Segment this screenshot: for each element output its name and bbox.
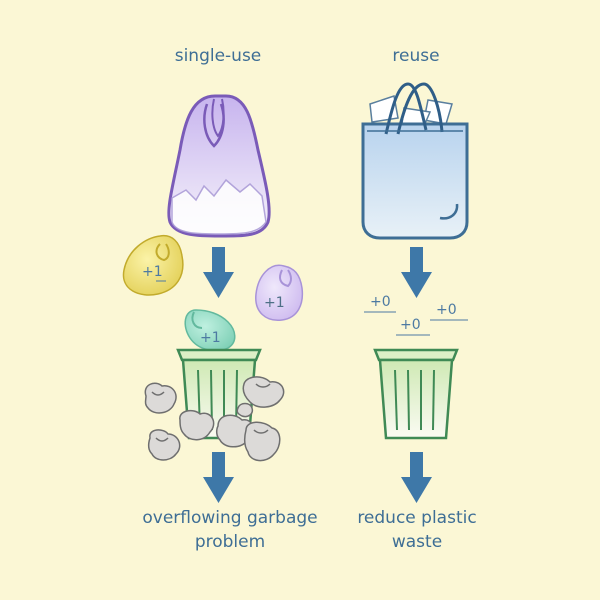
- arrow-down-icon: [203, 452, 234, 503]
- reuse-title: reuse: [392, 46, 440, 66]
- result-line-2: problem: [194, 532, 266, 552]
- yellow-plastic-bag-icon: +1: [122, 234, 184, 296]
- arrow-down-icon: [203, 247, 234, 298]
- counter-label: +1: [264, 295, 285, 311]
- zero-counters: +0 +0 +0: [364, 294, 468, 336]
- reduce-plastic-waste-label: reduce plastic waste: [327, 506, 507, 554]
- purple-plastic-bag-icon: +1: [255, 264, 304, 321]
- result-line-1: overflowing garbage: [142, 508, 318, 528]
- trash-bin-icon: [373, 348, 459, 440]
- counter-label: +0: [400, 317, 421, 333]
- result-line-2: waste: [391, 532, 443, 552]
- plastic-bag-icon: [167, 94, 271, 238]
- counter-label: +0: [370, 294, 391, 310]
- counter-label: +0: [436, 302, 457, 318]
- arrow-down-icon: [401, 452, 432, 503]
- overflowing-garbage-icon: [144, 376, 285, 462]
- green-plastic-bag-icon: +1: [184, 309, 236, 352]
- overflowing-garbage-problem-label: overflowing garbage problem: [110, 506, 350, 554]
- single-use-title: single-use: [174, 46, 262, 66]
- counter-label: +1: [142, 264, 163, 280]
- tote-bag-icon: [361, 82, 469, 240]
- result-line-1: reduce plastic: [357, 508, 477, 528]
- arrow-down-icon: [401, 247, 432, 298]
- counter-label: +1: [200, 330, 221, 346]
